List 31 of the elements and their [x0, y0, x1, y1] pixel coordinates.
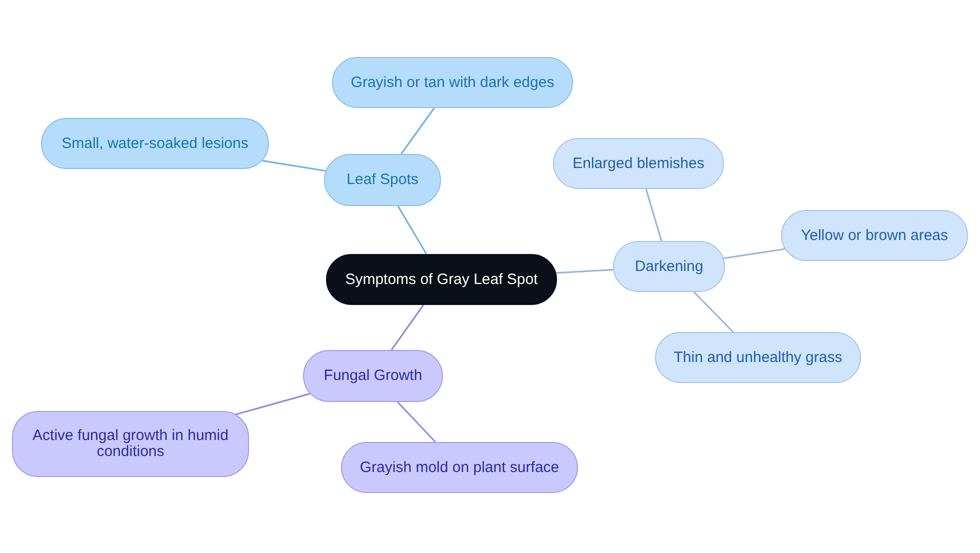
node-label: Grayish mold on plant surface	[360, 460, 560, 476]
connector-line	[400, 108, 435, 154]
node-label: Darkening	[634, 258, 704, 274]
topic-node	[613, 241, 725, 292]
node-label: Grayish or tan with dark edges	[350, 74, 554, 90]
topic-node	[324, 154, 441, 206]
connector-line	[397, 206, 428, 254]
topic-node	[332, 57, 573, 108]
topic-node	[781, 210, 968, 261]
node-label: Yellow or brown areas	[800, 228, 948, 244]
connector-line	[390, 304, 424, 350]
topic-node	[303, 350, 443, 402]
topic-node	[553, 138, 724, 189]
connector-line	[693, 291, 734, 333]
node-label: Small, water-soaked lesions	[62, 136, 248, 152]
topic-node	[12, 411, 249, 477]
connector-line	[262, 160, 326, 172]
node-label: Active fungal growth in humid conditions	[32, 428, 230, 460]
topic-node	[341, 442, 578, 493]
node-label: Fungal Growth	[324, 368, 422, 384]
node-label: Enlarged blemishes	[572, 156, 704, 172]
connector-line	[724, 248, 785, 260]
node-label: Symptoms of Gray Leaf Spot	[345, 272, 538, 288]
topic-node	[41, 118, 269, 169]
node-label: Thin and unhealthy grass	[674, 350, 842, 366]
topic-node	[655, 332, 861, 383]
connector-line	[645, 188, 662, 242]
connector-line	[397, 401, 436, 443]
connector-line	[556, 268, 614, 274]
central-topic-node	[326, 254, 557, 305]
node-label: Leaf Spots	[346, 172, 418, 188]
